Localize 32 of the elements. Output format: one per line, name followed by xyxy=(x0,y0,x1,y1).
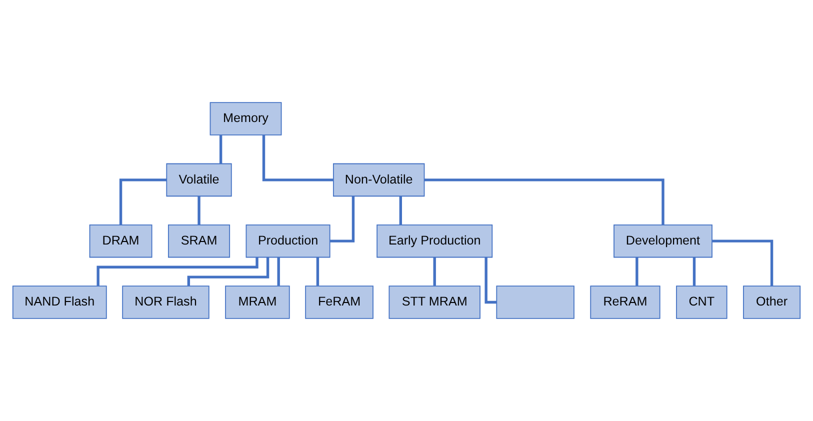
node-box xyxy=(496,286,574,319)
connector xyxy=(219,135,222,164)
node-box: Production xyxy=(246,224,330,258)
node-box: ReRAM xyxy=(590,286,660,319)
connector xyxy=(262,135,334,182)
connector xyxy=(330,196,355,242)
node-box: MRAM xyxy=(225,286,290,319)
node-box: Early Production xyxy=(376,224,493,258)
connector xyxy=(433,257,436,286)
node-box: FeRAM xyxy=(305,286,374,319)
connector xyxy=(119,178,167,225)
node-box: Development xyxy=(614,224,712,258)
node-box: Other xyxy=(743,286,801,319)
connector xyxy=(712,240,774,286)
node-box: STT MRAM xyxy=(388,286,480,319)
connector xyxy=(484,257,497,304)
connector xyxy=(424,178,664,225)
node-box: NOR Flash xyxy=(122,286,210,319)
node-box: NAND Flash xyxy=(12,286,107,319)
connector xyxy=(692,257,696,286)
connector xyxy=(636,257,638,286)
node-box: Memory xyxy=(210,102,282,136)
connector xyxy=(187,257,270,286)
node-box: SRAM xyxy=(168,224,230,258)
node-box: DRAM xyxy=(89,224,152,258)
connector xyxy=(198,196,200,225)
connector xyxy=(399,196,402,225)
connector xyxy=(277,257,280,286)
node-box: Volatile xyxy=(166,163,232,197)
connector xyxy=(316,257,320,286)
node-box: Non-Volatile xyxy=(333,163,425,197)
node-box: CNT xyxy=(676,286,728,319)
